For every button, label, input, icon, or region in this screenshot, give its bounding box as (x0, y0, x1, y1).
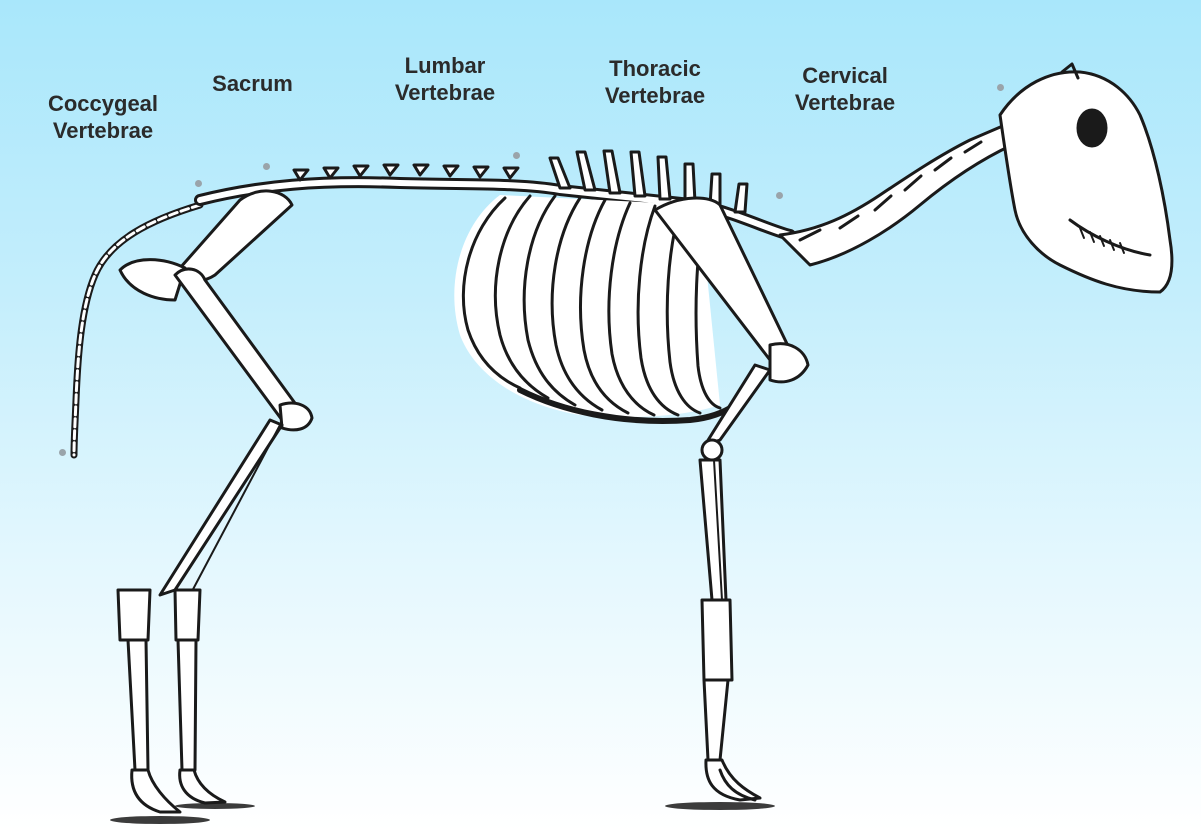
label-lumbar-vertebrae: Lumbar Vertebrae (370, 52, 520, 106)
marker-dot-coccygeal-tail (59, 449, 66, 456)
ground-shadows (110, 802, 775, 824)
marker-dot-coccygeal (195, 180, 202, 187)
skull (1000, 64, 1172, 292)
tail-bones (74, 205, 200, 455)
marker-dot-skull (997, 84, 1004, 91)
label-coccygeal-vertebrae: Coccygeal Vertebrae (28, 90, 178, 144)
hindleg-bones (118, 191, 312, 812)
label-thoracic-vertebrae: Thoracic Vertebrae (580, 55, 730, 109)
label-sacrum: Sacrum (190, 70, 315, 97)
marker-dot-lumbar (513, 152, 520, 159)
marker-dot-cervical (776, 192, 783, 199)
label-cervical-vertebrae: Cervical Vertebrae (770, 62, 920, 116)
neck-bones (780, 125, 1012, 265)
marker-dot-sacrum (263, 163, 270, 170)
